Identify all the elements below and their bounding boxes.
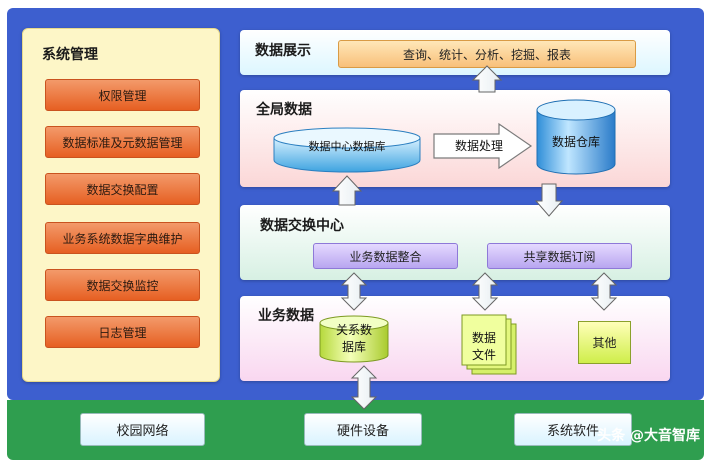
center-database-icon [273,127,421,173]
relational-database-icon [319,315,389,363]
arrow-bidir-files [471,272,499,311]
arrow-bidir-other [590,272,618,311]
data-display-title: 数据展示 [255,43,311,59]
mgmt-item-metadata[interactable]: 数据标准及元数据管理 [45,126,200,158]
global-data-title: 全局数据 [256,102,312,118]
shared-subscription-box[interactable]: 共享数据订阅 [487,243,632,269]
arrow-down-to-exchange [534,183,564,217]
system-management-title: 系统管理 [42,47,98,63]
mgmt-item-exchange-config[interactable]: 数据交换配置 [45,173,200,205]
arrow-bidir-infrastructure [350,365,378,410]
mgmt-item-dictionary[interactable]: 业务系统数据字典维护 [45,222,200,254]
other-data-box[interactable]: 其他 [578,321,631,364]
hardware-box[interactable]: 硬件设备 [304,413,422,446]
data-files-label: 数据 文件 [471,331,496,362]
watermark-text: 头条 @大音智库 [597,428,700,444]
relational-database-label: 关系数 据库 [335,323,372,354]
arrow-up-to-display [471,65,503,93]
business-integration-box[interactable]: 业务数据整合 [313,243,458,269]
mgmt-item-monitoring[interactable]: 数据交换监控 [45,269,200,301]
business-data-title: 业务数据 [258,308,314,324]
mgmt-item-logs[interactable]: 日志管理 [45,316,200,348]
data-warehouse-label: 数据仓库 [551,135,600,149]
center-database-label: 数据中心数据库 [308,140,386,153]
system-software-box[interactable]: 系统软件 [514,413,632,446]
campus-network-box[interactable]: 校园网络 [80,413,205,446]
data-processing-arrow-icon [433,122,533,170]
data-files-icon [461,314,517,375]
data-warehouse-icon [536,99,616,175]
data-processing-label: 数据处理 [454,139,503,153]
exchange-center-title: 数据交换中心 [260,218,344,234]
arrow-up-to-global [331,175,363,206]
arrow-bidir-integration [340,272,368,311]
mgmt-item-permissions[interactable]: 权限管理 [45,79,200,111]
